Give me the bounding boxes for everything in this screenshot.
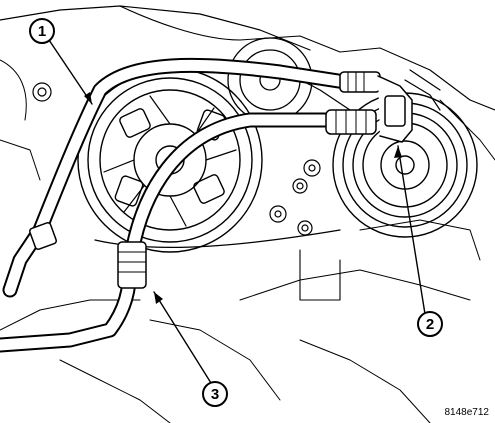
hose-3 (0, 109, 377, 353)
hose-1 (2, 57, 381, 298)
compressor-manifold (377, 69, 441, 143)
callout-3: 3 (202, 381, 228, 407)
figure-id: 8148e712 (444, 407, 490, 418)
callout-1: 1 (29, 18, 55, 44)
callout-2: 2 (417, 311, 443, 337)
